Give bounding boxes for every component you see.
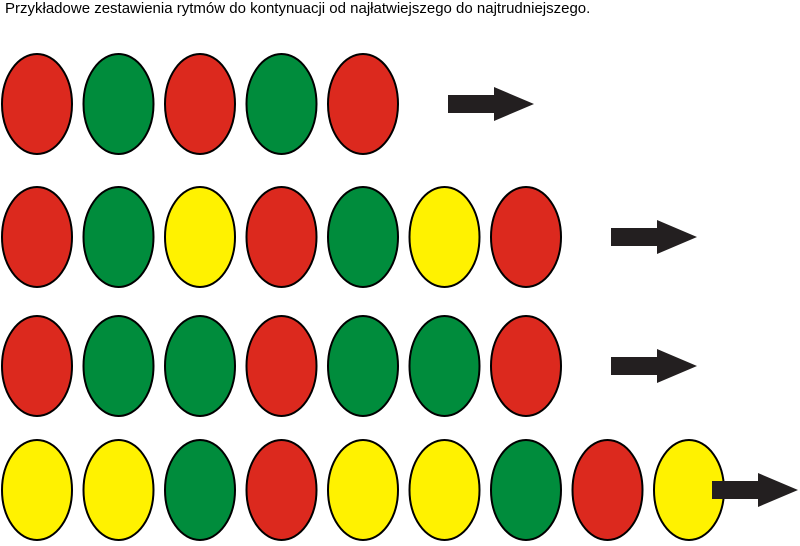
yellow-bead [1, 439, 73, 541]
yellow-bead [408, 186, 481, 288]
red-bead [245, 186, 318, 288]
green-bead [327, 315, 399, 417]
sequence-row-3 [1, 315, 697, 417]
sequence-row-2 [1, 186, 697, 288]
right-arrow-icon [712, 473, 798, 507]
green-bead [164, 315, 236, 417]
red-bead [490, 186, 562, 288]
red-bead [1, 53, 73, 155]
green-bead [164, 439, 236, 541]
green-bead [408, 315, 481, 417]
right-arrow-icon [611, 220, 697, 254]
red-bead [571, 439, 644, 541]
red-bead [1, 315, 73, 417]
right-arrow-icon [448, 87, 534, 121]
page-title: Przykładowe zestawienia rytmów do kontyn… [5, 0, 591, 17]
green-bead [82, 186, 155, 288]
yellow-bead [164, 186, 236, 288]
green-bead [82, 315, 155, 417]
red-bead [245, 439, 318, 541]
sequence-row-4 [1, 439, 798, 541]
green-bead [327, 186, 399, 288]
green-bead [82, 53, 155, 155]
yellow-bead [82, 439, 155, 541]
yellow-bead [408, 439, 481, 541]
yellow-bead [327, 439, 399, 541]
right-arrow-icon [611, 349, 697, 383]
green-bead [245, 53, 318, 155]
red-bead [327, 53, 399, 155]
red-bead [490, 315, 562, 417]
sequence-row-1 [1, 53, 534, 155]
red-bead [1, 186, 73, 288]
red-bead [245, 315, 318, 417]
red-bead [164, 53, 236, 155]
green-bead [490, 439, 562, 541]
